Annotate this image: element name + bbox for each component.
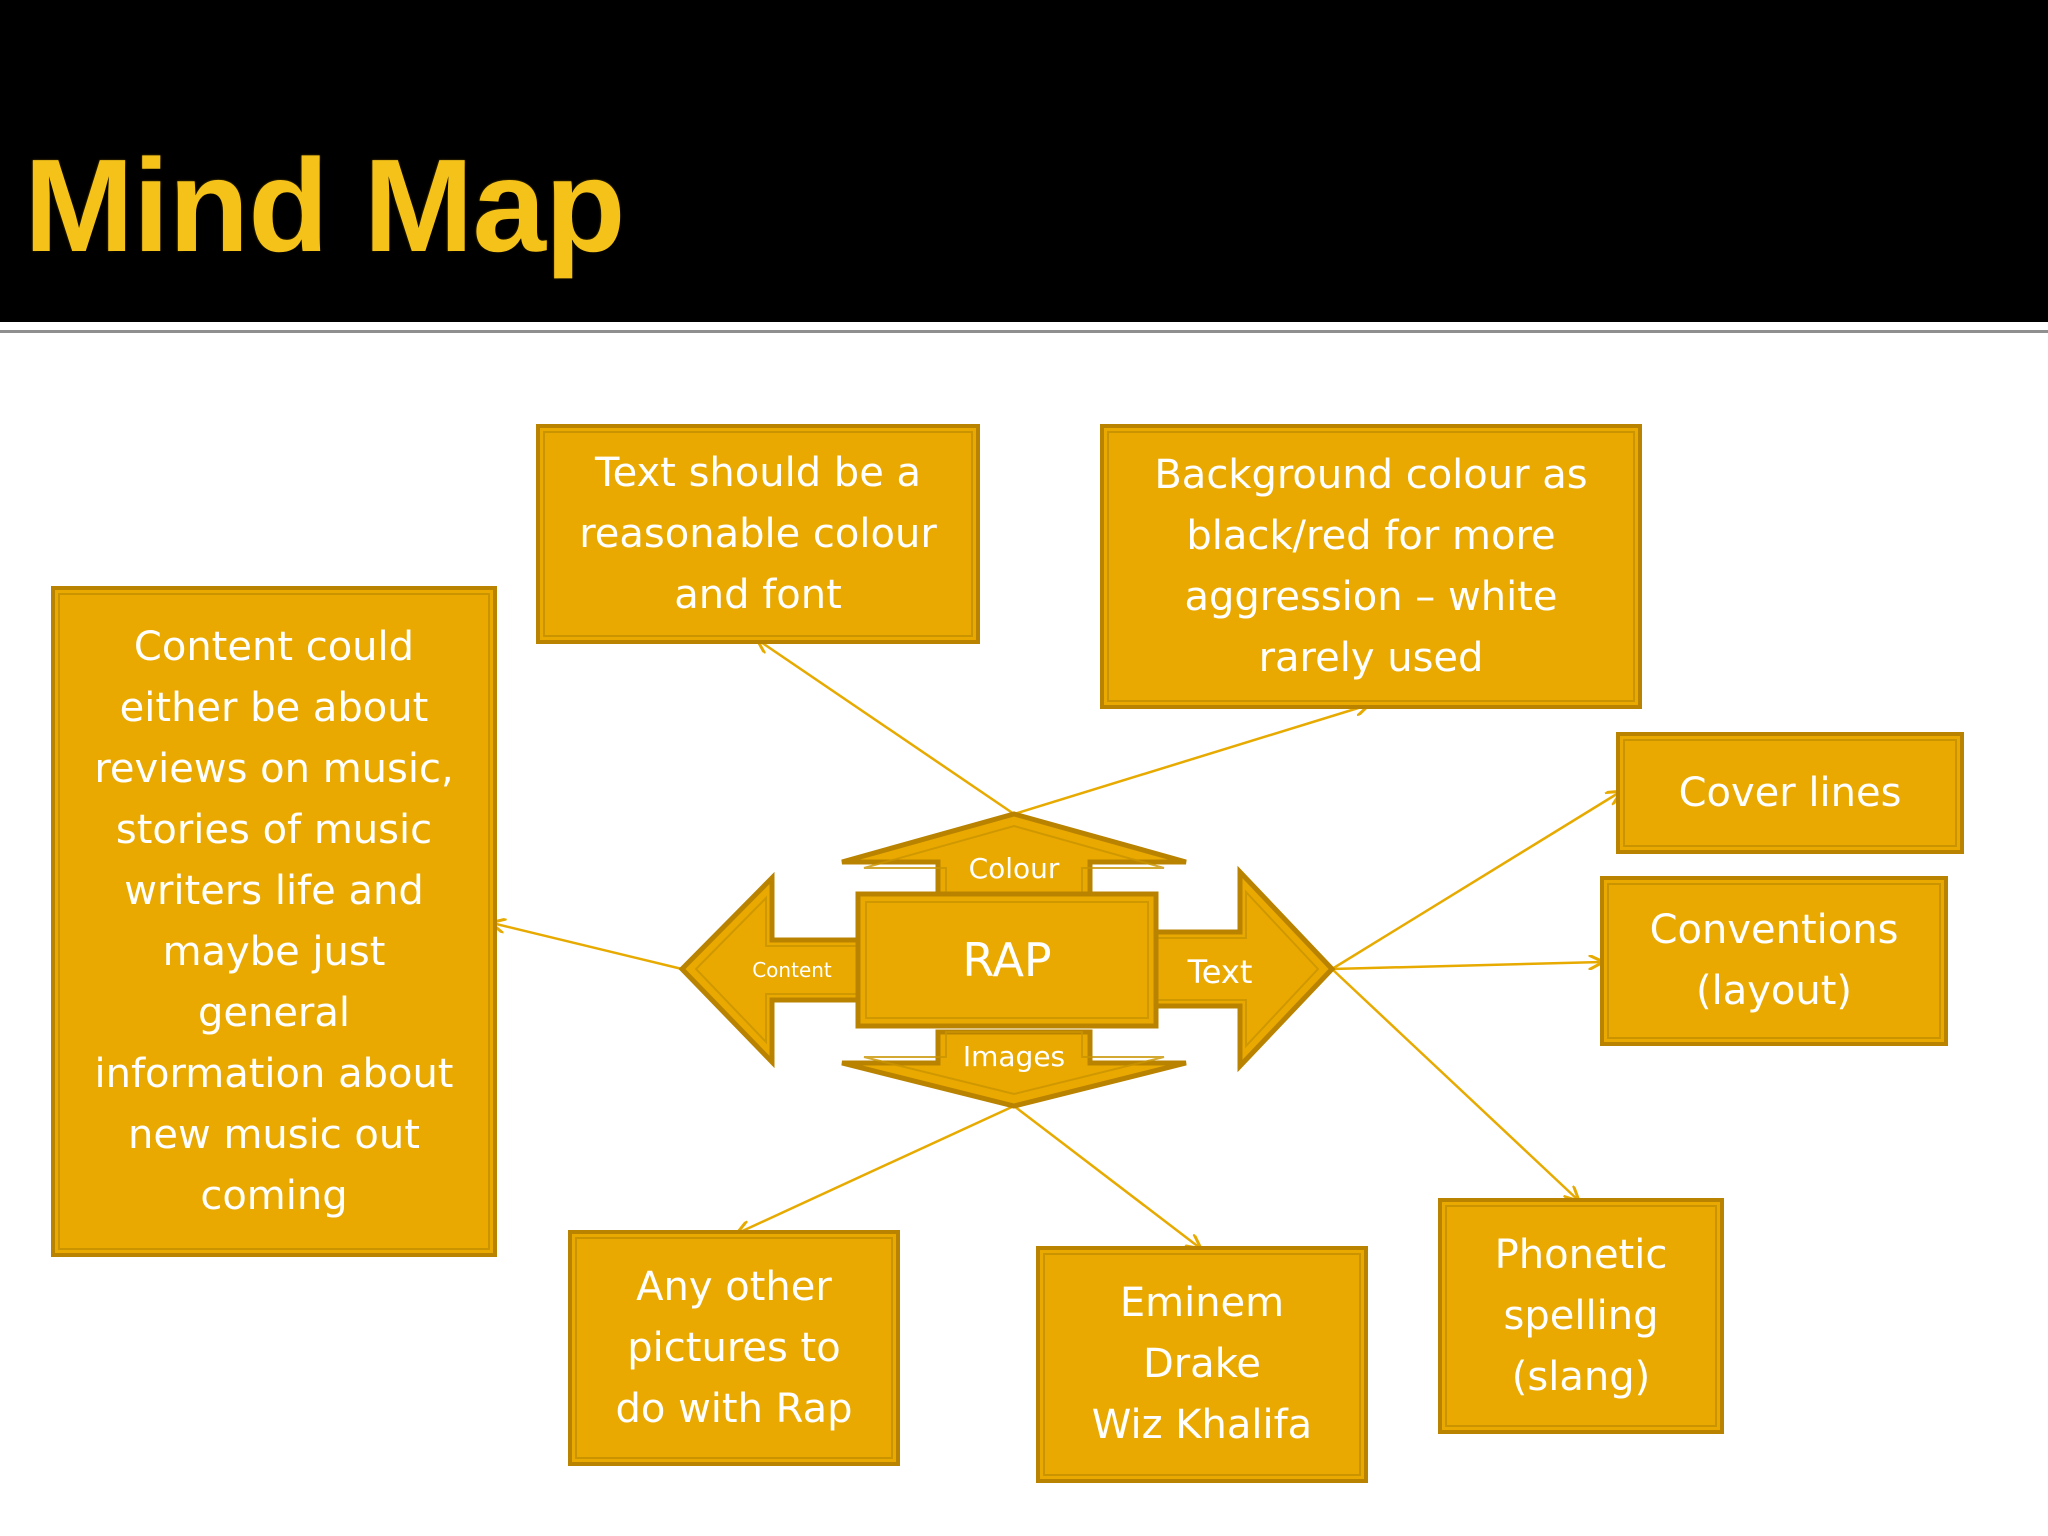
background-colour-node: Background colour as black/red for more … <box>1100 424 1642 709</box>
connector-images-to-pictures <box>738 1104 1015 1233</box>
title-bar <box>0 0 2048 322</box>
hub-center-box <box>855 891 1159 1029</box>
connector-text-to-cover-lines <box>1331 792 1620 971</box>
connector-text-to-conventions <box>1331 962 1602 971</box>
connector-colour-to-text-node <box>758 640 1015 816</box>
hub-text-label: Text <box>1187 953 1253 991</box>
hub-center-label: RAP <box>962 933 1052 987</box>
title-divider <box>0 330 2048 333</box>
text-colour-font-node: Text should be a reasonable colour and f… <box>536 424 980 644</box>
other-pictures-node: Any other pictures to do with Rap <box>568 1230 900 1466</box>
phonetic-spelling-node: Phonetic spelling (slang) <box>1438 1198 1724 1434</box>
content-description-node: Content could either be about reviews on… <box>51 586 497 1257</box>
hub-colour-label: Colour <box>968 852 1060 885</box>
connector-content-to-content-node <box>492 923 683 971</box>
conventions-node: Conventions (layout) <box>1600 876 1948 1046</box>
hub-images-label: Images <box>962 1040 1066 1073</box>
slide-title: Mind Map <box>24 132 626 279</box>
hub-content-label: Content <box>752 958 832 982</box>
connector-text-to-phonetic <box>1331 968 1578 1200</box>
connector-colour-to-background-node <box>1013 705 1368 816</box>
connector-images-to-artists <box>1013 1105 1200 1248</box>
cover-lines-node: Cover lines <box>1616 732 1964 854</box>
artists-node: Eminem Drake Wiz Khalifa <box>1036 1246 1368 1483</box>
